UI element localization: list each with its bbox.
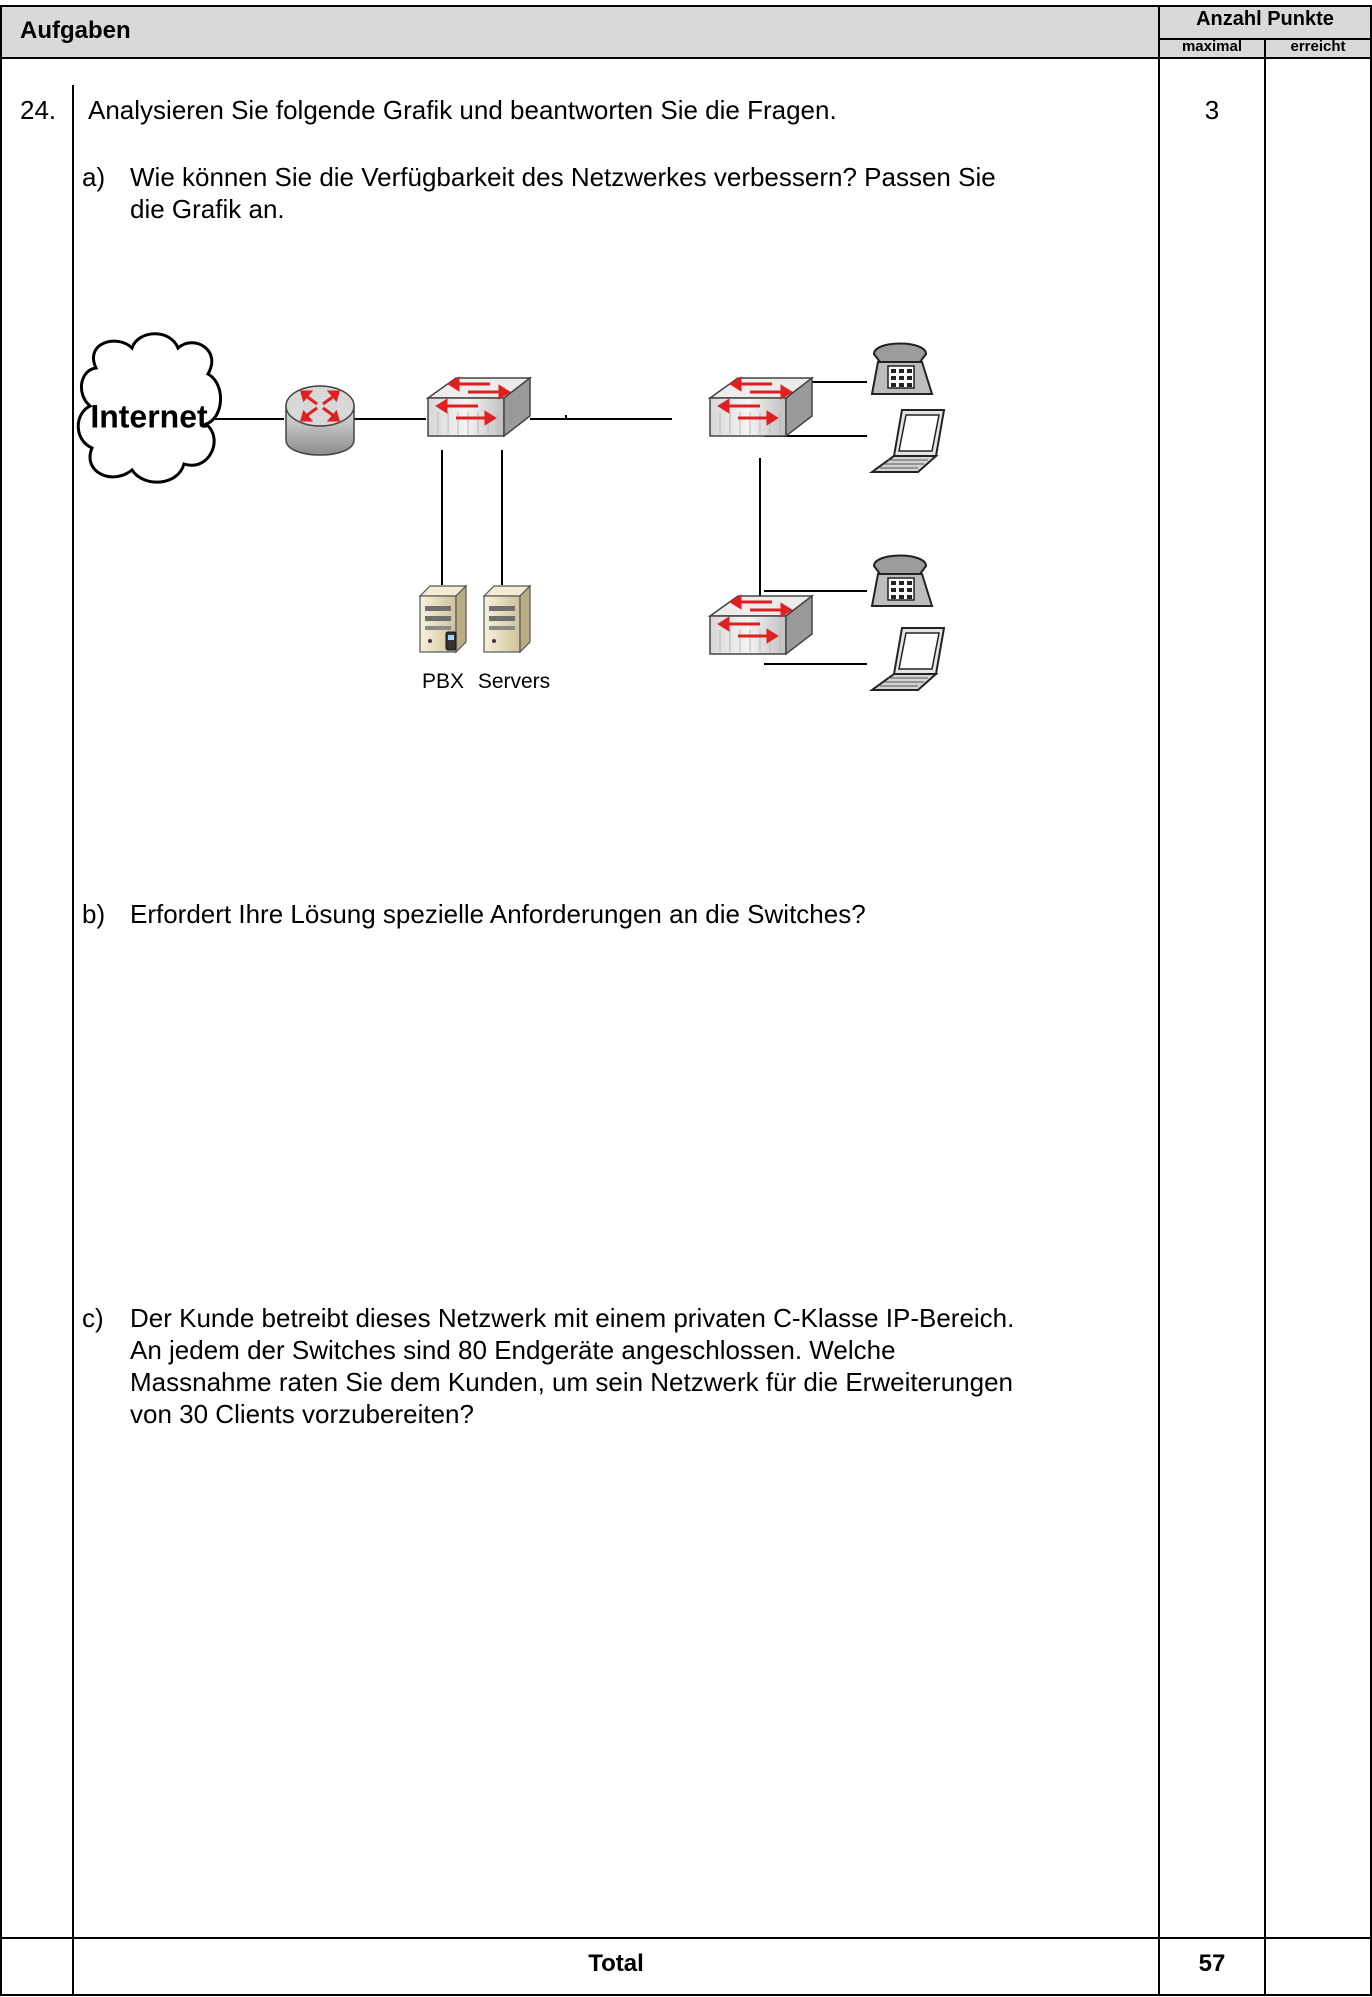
header-achieved-label: erreicht: [1290, 38, 1346, 55]
task-max-points: 3: [1204, 95, 1220, 125]
total-row-top-border: [0, 1937, 1372, 1939]
cloud-icon: [76, 332, 222, 484]
points-column-border: [1158, 5, 1160, 1996]
header-tasks-label: Aufgaben: [20, 17, 131, 44]
question-c-line-1: Der Kunde betreibt dieses Netzwerk mit e…: [130, 1303, 1015, 1333]
question-c-letter: c): [82, 1303, 104, 1333]
table-left-border: [0, 5, 2, 1996]
servers-label: Servers: [478, 670, 550, 693]
table-right-border: [1370, 5, 1372, 1996]
question-b-letter: b): [82, 899, 106, 929]
task-number: 24.: [20, 95, 57, 125]
switch-icon: [708, 376, 814, 438]
number-column-border: [72, 85, 74, 1996]
laptop-icon: [871, 409, 945, 473]
table-bottom-border: [0, 1994, 1372, 1996]
phone-icon: [871, 554, 933, 607]
header-background: [0, 6, 1372, 57]
network-diagram: Internet PBX Servers: [76, 332, 945, 693]
question-a-line-2: die Grafik an.: [130, 194, 285, 224]
cloud-label: Internet: [90, 398, 208, 434]
total-label: Total: [588, 1950, 644, 1977]
question-c-line-3: Massnahme raten Sie dem Kunden, um sein …: [130, 1367, 1013, 1397]
server-icon: [483, 585, 531, 653]
question-c-line-2: An jedem der Switches sind 80 Endgeräte …: [130, 1335, 896, 1365]
max-achieved-column-border: [1264, 38, 1266, 1996]
question-a-letter: a): [82, 162, 106, 192]
question-b-text: Erfordert Ihre Lösung spezielle Anforder…: [130, 899, 866, 929]
router-icon: [285, 385, 355, 456]
total-points: 57: [1198, 1950, 1226, 1977]
laptop-icon: [871, 627, 945, 691]
header-points-label: Anzahl Punkte: [1196, 8, 1334, 30]
header-max-label: maximal: [1181, 38, 1243, 55]
question-a-line-1: Wie können Sie die Verfügbarkeit des Net…: [130, 162, 996, 192]
question-c-text: Der Kunde betreibt dieses Netzwerk mit e…: [130, 1302, 1014, 1430]
connection-lines: [212, 381, 867, 665]
table-top-border: [0, 5, 1372, 7]
question-a-text: Wie können Sie die Verfügbarkeit des Net…: [130, 161, 996, 225]
pbx-server-icon: [419, 585, 467, 653]
question-c-line-4: von 30 Clients vorzubereiten?: [130, 1399, 474, 1429]
switch-icon: [426, 376, 532, 438]
phone-icon: [871, 342, 933, 395]
pbx-label: PBX: [422, 670, 464, 693]
task-intro: Analysieren Sie folgende Grafik und bean…: [88, 95, 837, 125]
header-bottom-border: [0, 57, 1372, 59]
switch-icon: [708, 594, 814, 656]
